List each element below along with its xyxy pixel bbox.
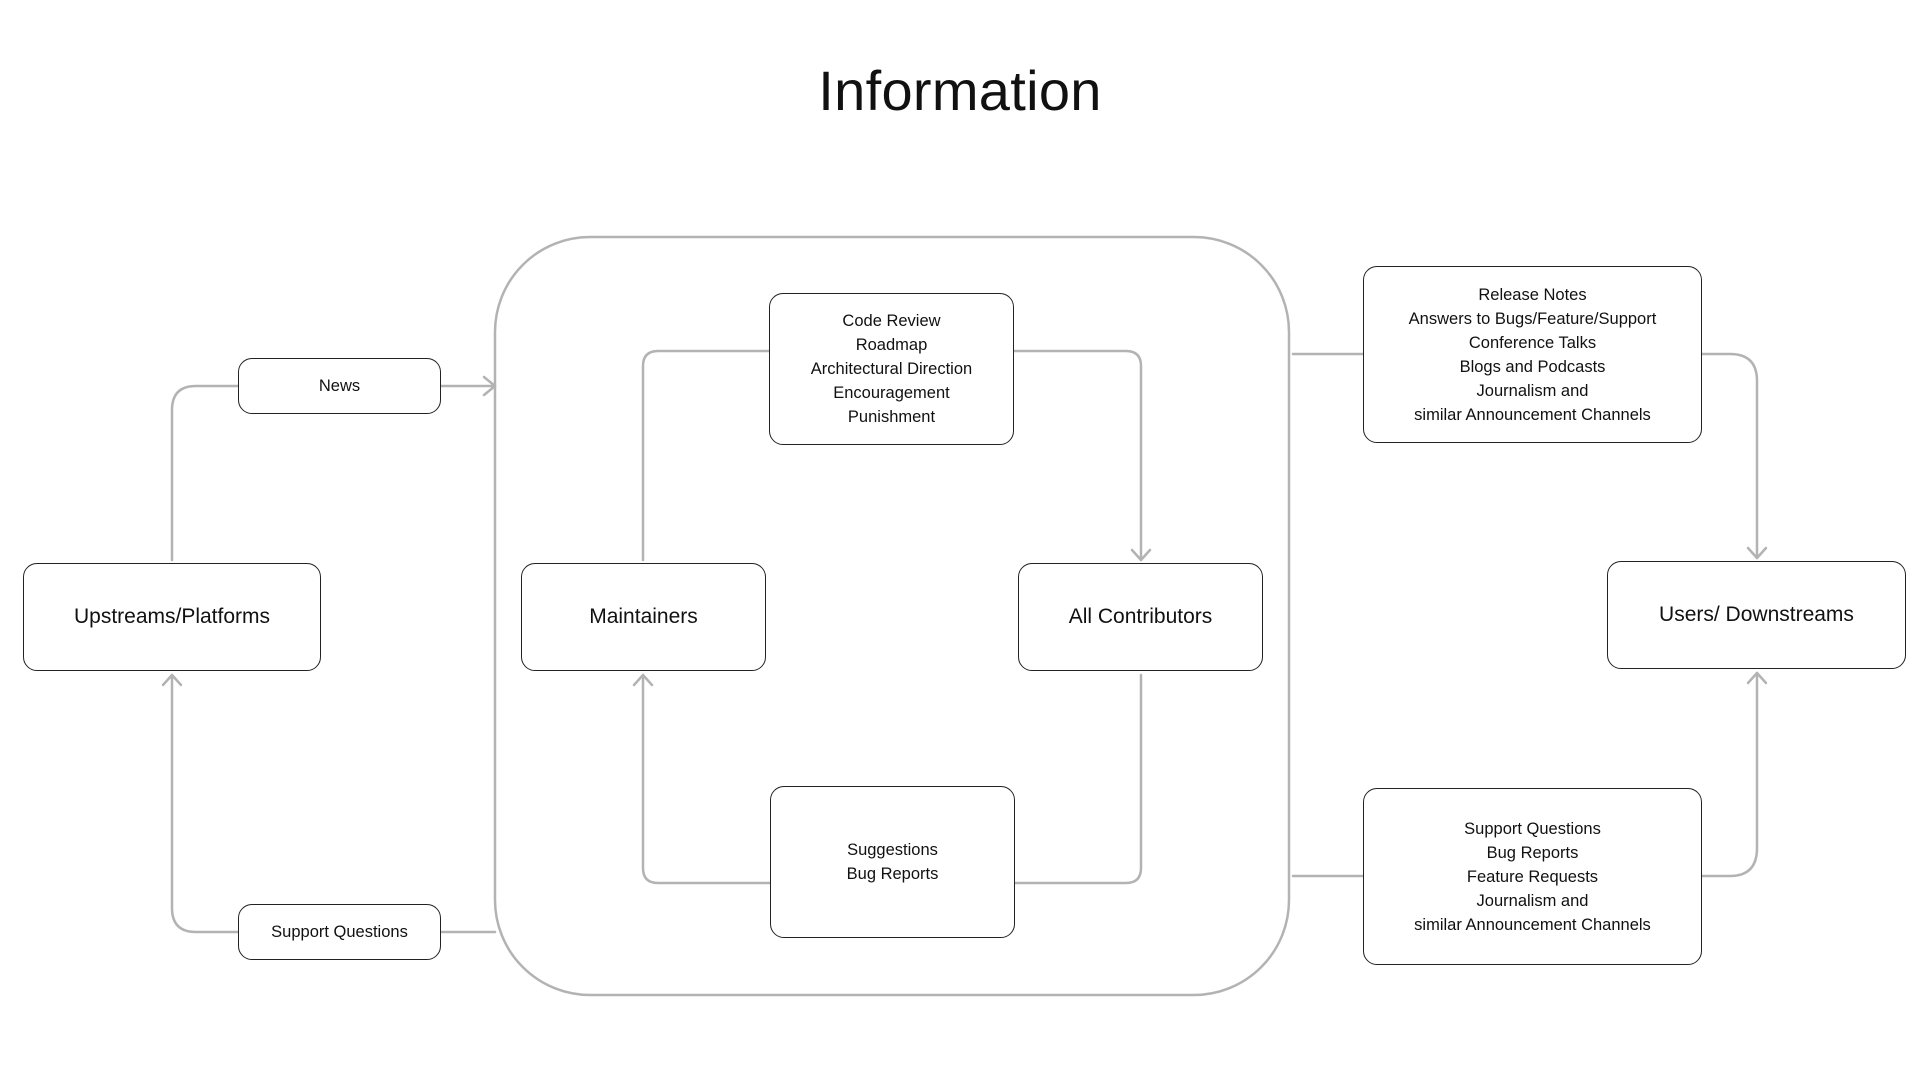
outbound-info-line: Conference Talks [1468, 333, 1597, 352]
connector-inputs-to-maintainers [641, 673, 772, 885]
inbound-info-line: Journalism and [1476, 891, 1589, 910]
label-outbound-info: Release Notes Answers to Bugs/Feature/Su… [1363, 266, 1702, 443]
label-support-questions-text: Support Questions [271, 923, 408, 941]
node-all-contributors: All Contributors [1018, 563, 1263, 671]
outbound-info-line: Release Notes [1478, 285, 1587, 304]
contributor-input-line: Bug Reports [846, 865, 939, 883]
outbound-info-line: Answers to Bugs/Feature/Support [1408, 309, 1657, 328]
maintainer-output-line: Architectural Direction [810, 360, 973, 378]
connector-support-questions-to-upstreams [170, 673, 240, 934]
inbound-info-line: similar Announcement Channels [1414, 915, 1651, 934]
arrowhead-upstreams [161, 673, 183, 687]
label-support-questions: Support Questions [238, 904, 441, 960]
node-users-downstreams: Users/ Downstreams [1607, 561, 1906, 669]
maintainer-output-line: Code Review [842, 312, 941, 330]
connector-maintainers-to-outputs [641, 349, 771, 562]
label-maintainer-outputs: Code Review Roadmap Architectural Direct… [769, 293, 1014, 445]
outbound-info-line: similar Announcement Channels [1414, 405, 1651, 424]
arrowhead-inbound-info [1746, 671, 1768, 685]
arrowhead-contributors [1130, 548, 1152, 562]
outbound-info-line: Blogs and Podcasts [1459, 357, 1606, 376]
inbound-info-line: Support Questions [1464, 819, 1601, 838]
connector-contributors-to-inputs [1013, 673, 1143, 885]
connector-outputs-to-contributors [1012, 349, 1143, 562]
node-upstreams-platforms-label: Upstreams/Platforms [73, 605, 271, 628]
connector-outbound-info-to-users [1699, 352, 1759, 560]
maintainer-output-line: Roadmap [855, 336, 928, 354]
label-inbound-info: Support Questions Bug Reports Feature Re… [1363, 788, 1702, 965]
arrowhead-users [1746, 546, 1768, 560]
maintainer-output-line: Encouragement [833, 384, 950, 402]
label-news-text: News [318, 377, 361, 395]
inbound-info-line: Feature Requests [1466, 867, 1599, 886]
connector-upstreams-to-news [170, 384, 240, 562]
node-users-downstreams-label: Users/ Downstreams [1659, 603, 1854, 626]
maintainer-output-line: Punishment [847, 408, 936, 426]
connector-users-to-inbound-info [1699, 671, 1759, 878]
node-maintainers-label: Maintainers [589, 605, 698, 628]
arrowhead-maintainers [632, 673, 654, 687]
inbound-info-line: Bug Reports [1486, 843, 1579, 862]
label-news: News [238, 358, 441, 414]
node-maintainers: Maintainers [521, 563, 766, 671]
arrowhead-news [482, 375, 497, 397]
node-upstreams-platforms: Upstreams/Platforms [23, 563, 321, 671]
diagram-title: Information [818, 59, 1102, 122]
outbound-info-line: Journalism and [1476, 381, 1589, 400]
label-contributor-inputs: Suggestions Bug Reports [770, 786, 1015, 938]
project-boundary [493, 235, 1291, 997]
contributor-input-line: Suggestions [847, 841, 938, 859]
node-all-contributors-label: All Contributors [1068, 605, 1213, 628]
